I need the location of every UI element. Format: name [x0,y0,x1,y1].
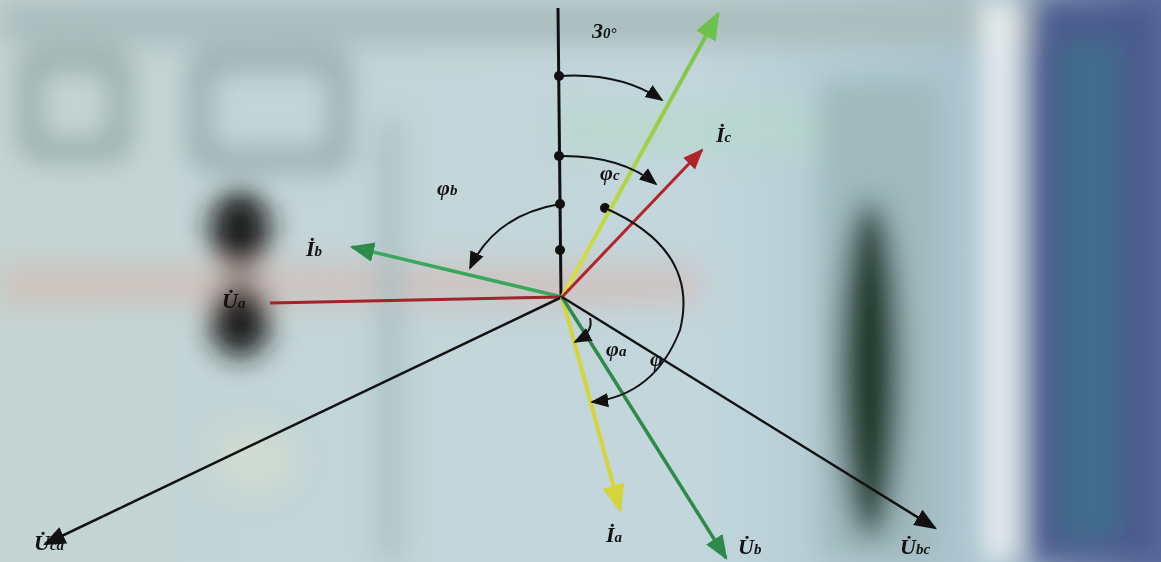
phasor-label: İc [716,124,731,146]
phasor-label: φb [437,177,457,199]
phasor-label: U̇a [222,290,245,312]
phasor-label: φc [600,162,620,184]
phasor-label: İb [306,238,322,260]
phasor-label: U̇b [738,536,761,558]
phasor-label: İa [606,524,622,546]
phasor-label: U̇ca [34,532,64,554]
phasor-label: φ [650,348,663,370]
phasor-label: U̇bc [900,536,930,558]
phasor-label: 30° [592,20,617,42]
phasor-label: φa [606,338,626,360]
